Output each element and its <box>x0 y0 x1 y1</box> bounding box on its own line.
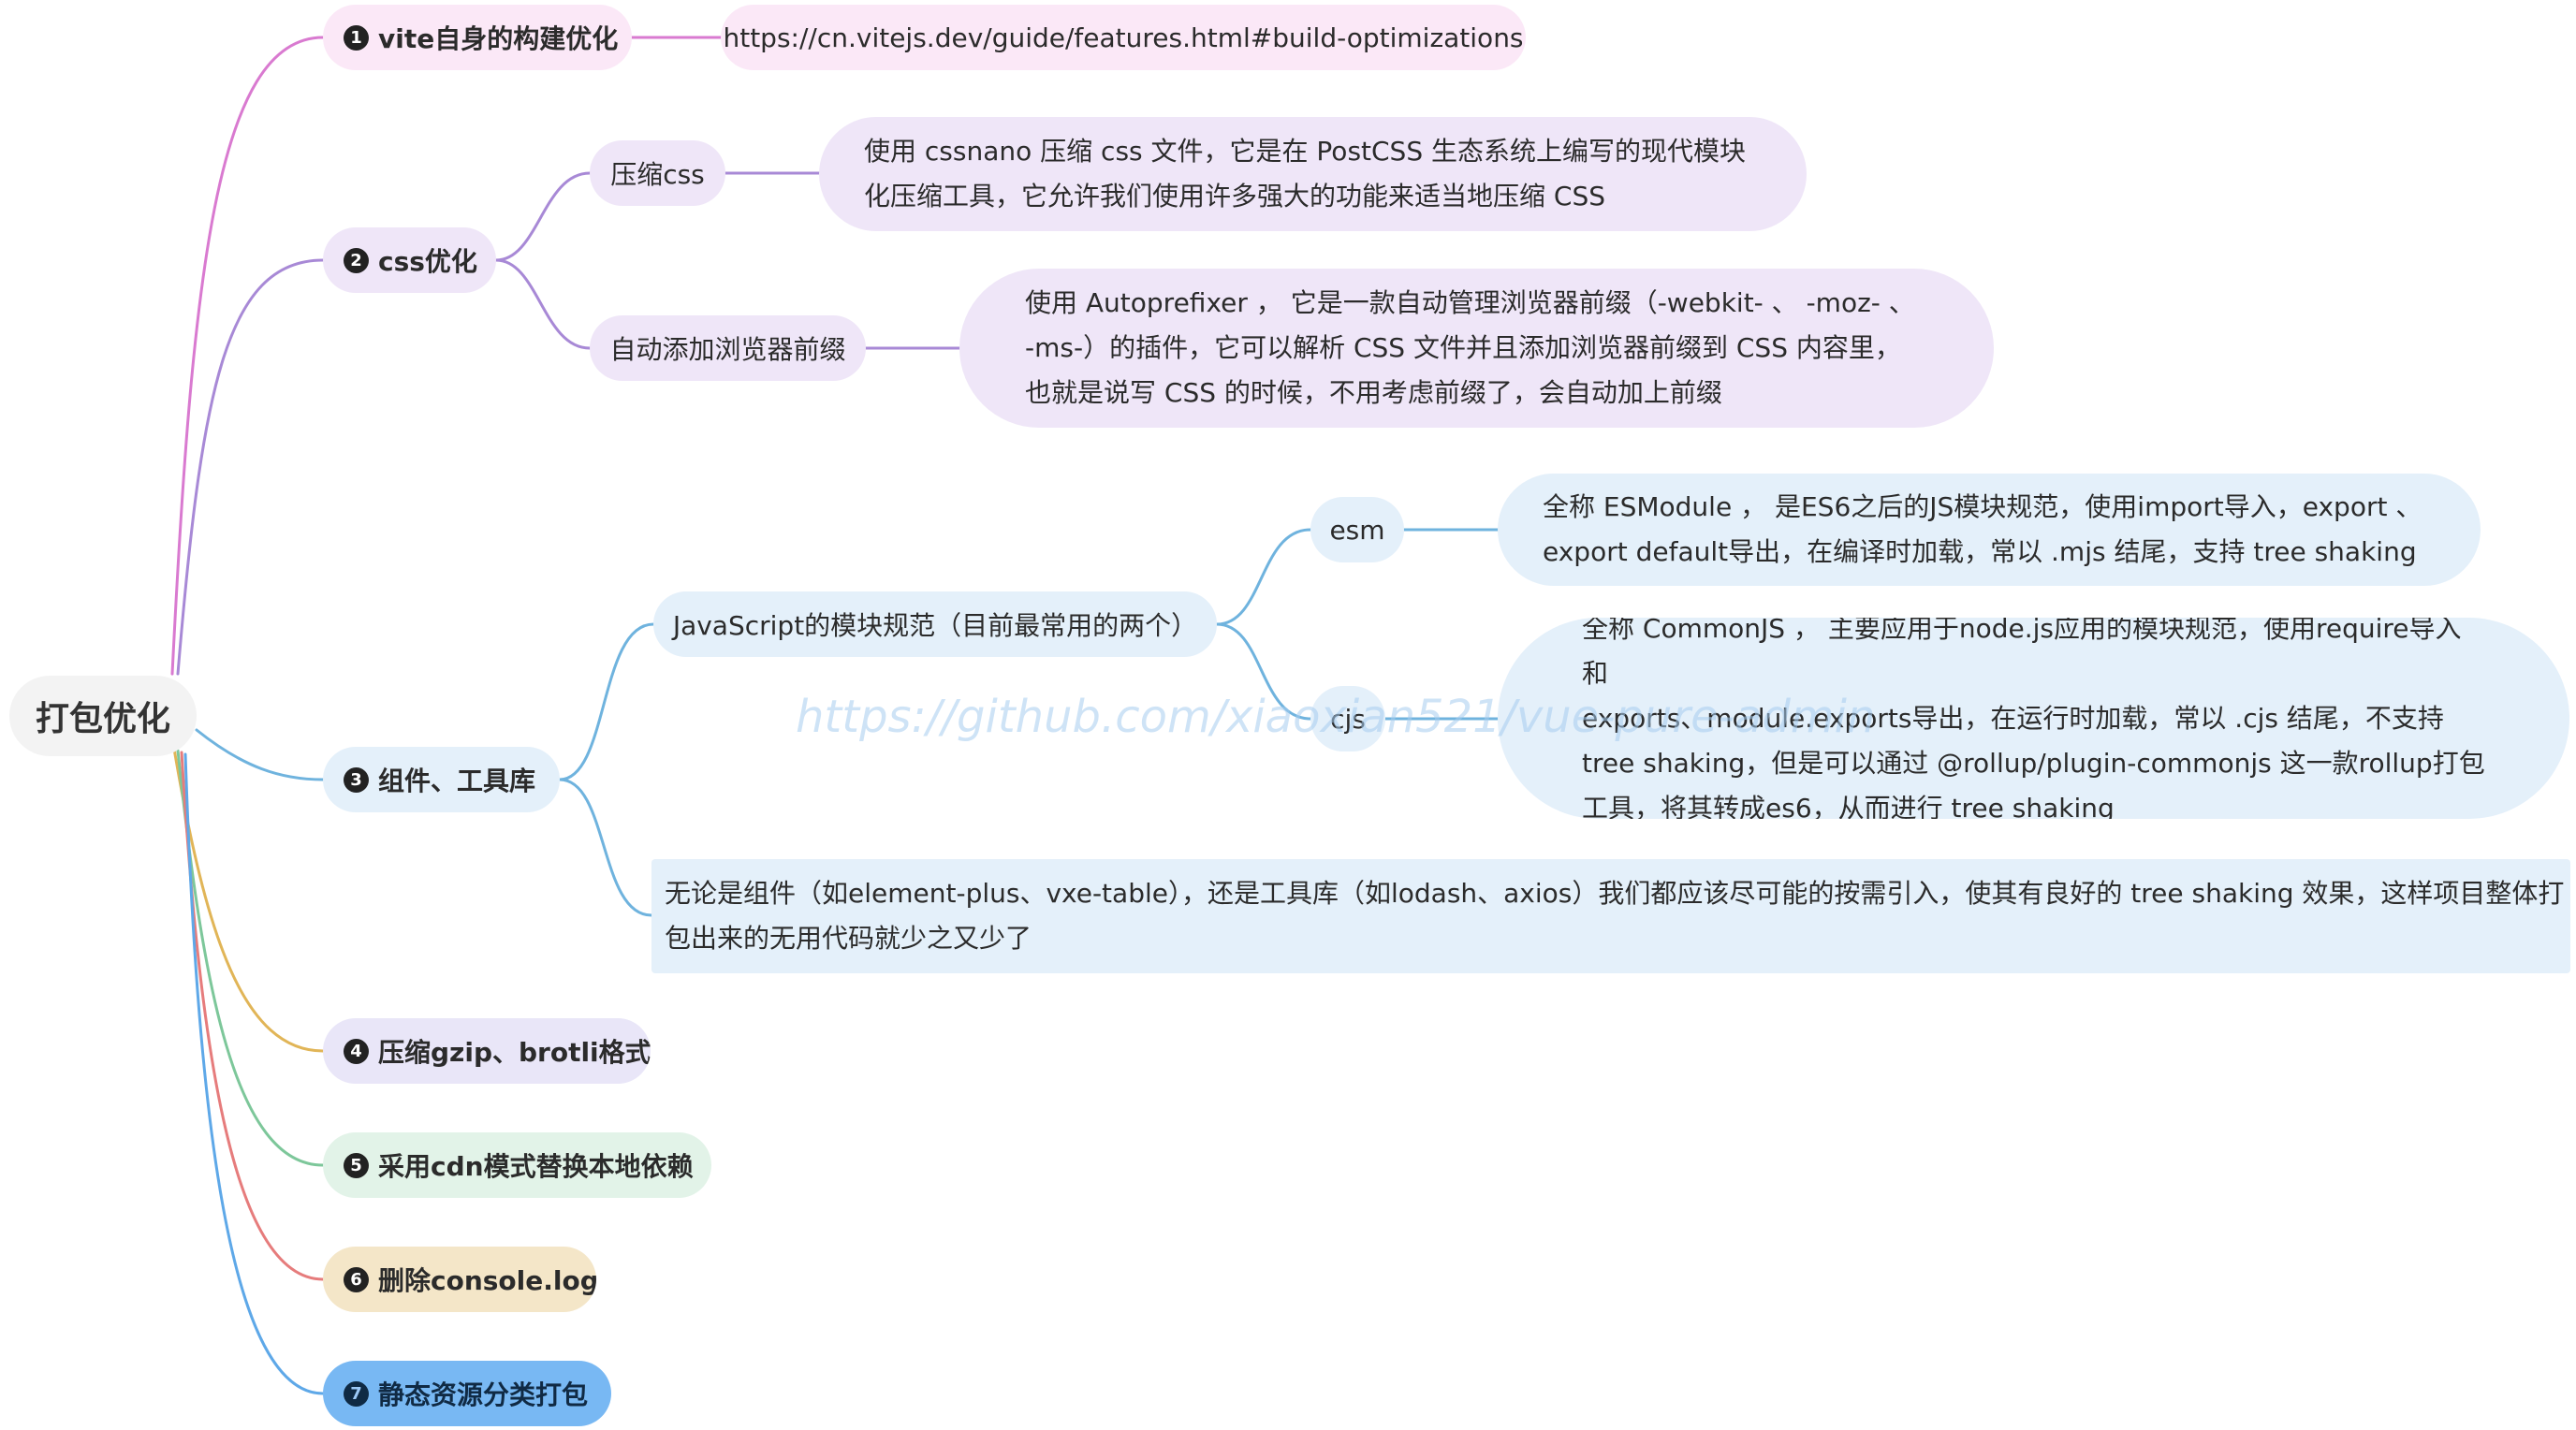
branch-3-node[interactable]: 3 组件、工具库 <box>323 747 560 812</box>
branch-5-label: 采用cdn模式替换本地依赖 <box>378 1151 694 1182</box>
js-module-node[interactable]: JavaScript的模块规范（目前最常用的两个） <box>653 591 1217 657</box>
esm-detail: 全称 ESModule ， 是ES6之后的JS模块规范，使用import导入，e… <box>1498 474 2481 586</box>
root-label: 打包优化 <box>36 700 171 738</box>
cjs-node[interactable]: cjs <box>1310 686 1385 751</box>
branch-4-node[interactable]: 4 压缩gzip、brotli格式 <box>323 1018 651 1084</box>
import-on-demand-note: 无论是组件（如element-plus、vxe-table），还是工具库（如lo… <box>651 859 2570 973</box>
esm-label: esm <box>1329 514 1385 546</box>
css-compress-label: 压缩css <box>610 159 705 190</box>
url-label: https://cn.vitejs.dev/guide/features.htm… <box>723 22 1524 53</box>
edge-b3-js <box>1215 528 1312 721</box>
root-node[interactable]: 打包优化 <box>9 676 197 756</box>
css-compress-node[interactable]: 压缩css <box>590 140 725 206</box>
autoprefix-detail: 使用 Autoprefixer ， 它是一款自动管理浏览器前缀（-webkit-… <box>959 269 1994 428</box>
detail-line: 化压缩工具，它允许我们使用许多强大的功能来适当地压缩 CSS <box>864 181 1606 212</box>
js-module-label: JavaScript的模块规范（目前最常用的两个） <box>672 610 1198 641</box>
cjs-label: cjs <box>1330 703 1366 735</box>
detail-line: 使用 cssnano 压缩 css 文件，它是在 PostCSS 生态系统上编写… <box>864 136 1747 167</box>
branch-7-label: 静态资源分类打包 <box>378 1379 589 1410</box>
edge-root-b6 <box>180 751 325 1281</box>
edge-root-b2 <box>176 258 325 676</box>
branch-1-url[interactable]: https://cn.vitejs.dev/guide/features.htm… <box>721 5 1526 70</box>
edge-root-b7 <box>183 752 325 1395</box>
detail-line: 使用 Autoprefixer ， 它是一款自动管理浏览器前缀（-webkit-… <box>1025 287 1915 318</box>
branch-6-node[interactable]: 6 删除console.log <box>323 1247 596 1312</box>
branch-5-node[interactable]: 5 采用cdn模式替换本地依赖 <box>323 1132 711 1198</box>
edge-root-b1 <box>170 36 325 676</box>
detail-line: -ms-）的插件，它可以解析 CSS 文件并且添加浏览器前缀到 CSS 内容里， <box>1025 332 1901 363</box>
edge-b2-fork <box>494 171 592 350</box>
cjs-detail: 全称 CommonJS ， 主要应用于node.js应用的模块规范，使用requ… <box>1498 618 2569 819</box>
edge-root-b3 <box>195 728 325 781</box>
edge-b3-fork <box>558 622 655 917</box>
branch-2-label: css优化 <box>378 246 477 277</box>
detail-line: 全称 CommonJS ， 主要应用于node.js应用的模块规范，使用requ… <box>1582 618 2462 689</box>
detail-line: export default导出，在编译时加载，常以 .mjs 结尾，支持 tr… <box>1543 536 2417 567</box>
branch-6-label: 删除console.log <box>378 1265 596 1296</box>
branch-1-node[interactable]: 1 vite自身的构建优化 <box>323 5 632 70</box>
detail-line: exports、module.exports导出，在运行时加载，常以 .cjs … <box>1582 702 2444 734</box>
esm-node[interactable]: esm <box>1310 497 1404 562</box>
branch-2-marker: 2 <box>344 247 369 273</box>
branch-2-node[interactable]: 2 css优化 <box>323 227 496 293</box>
branch-4-marker: 4 <box>344 1038 369 1064</box>
detail-line: 全称 ESModule ， 是ES6之后的JS模块规范，使用import导入，e… <box>1543 491 2422 522</box>
branch-1-label: vite自身的构建优化 <box>378 23 619 54</box>
autoprefix-node[interactable]: 自动添加浏览器前缀 <box>590 315 866 381</box>
branch-7-marker: 7 <box>344 1380 369 1407</box>
branch-1-marker: 1 <box>344 24 369 51</box>
detail-line: 包出来的无用代码就少之又少了 <box>665 923 1032 954</box>
branch-6-marker: 6 <box>344 1266 369 1292</box>
detail-line: 工具，将其转成es6，从而进行 tree shaking <box>1582 792 2115 820</box>
detail-line: 也就是说写 CSS 的时候，不用考虑前缀了，会自动加上前缀 <box>1025 377 1722 408</box>
autoprefix-label: 自动添加浏览器前缀 <box>609 334 846 365</box>
branch-7-node[interactable]: 7 静态资源分类打包 <box>323 1361 611 1426</box>
branch-3-marker: 3 <box>344 766 369 793</box>
detail-line: 无论是组件（如element-plus、vxe-table），还是工具库（如lo… <box>665 878 2565 909</box>
branch-5-marker: 5 <box>344 1152 369 1178</box>
branch-4-label: 压缩gzip、brotli格式 <box>378 1037 651 1068</box>
branch-3-label: 组件、工具库 <box>378 766 536 796</box>
css-compress-detail: 使用 cssnano 压缩 css 文件，它是在 PostCSS 生态系统上编写… <box>819 117 1807 231</box>
detail-line: tree shaking，但是可以通过 @rollup/plugin-commo… <box>1582 747 2485 779</box>
